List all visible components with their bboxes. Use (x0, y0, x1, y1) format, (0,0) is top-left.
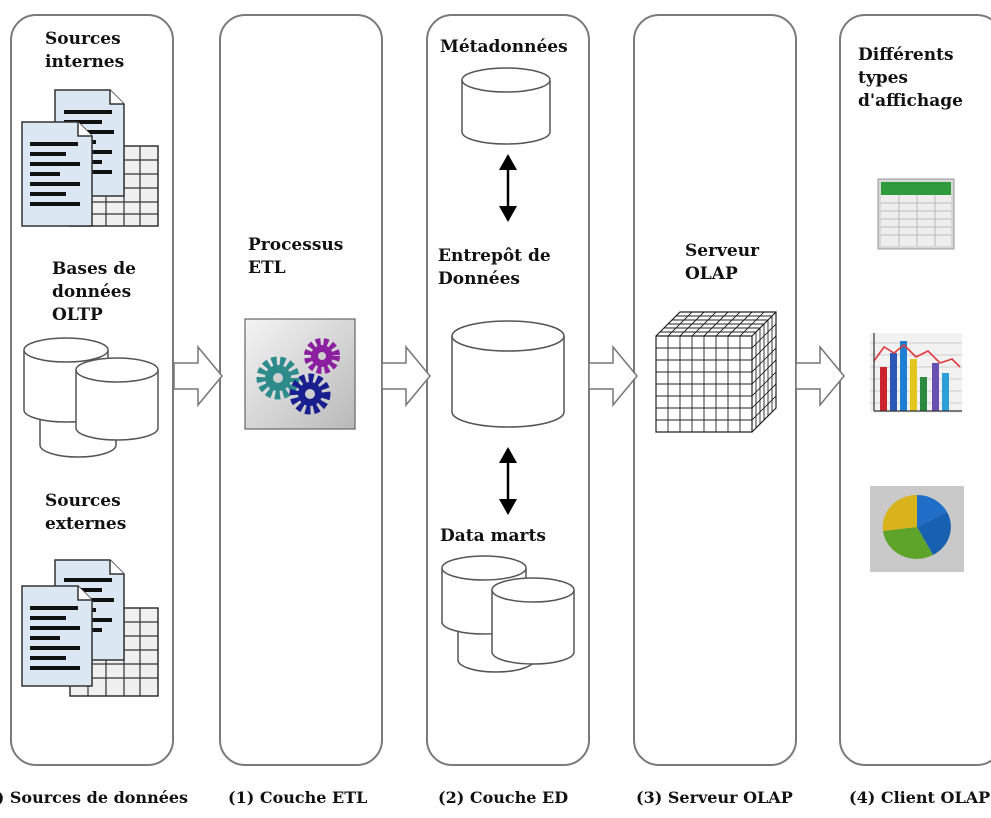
label-metadonnees: Métadonnées (440, 37, 568, 57)
pie-chart-icon (870, 486, 964, 572)
database-icon (20, 337, 165, 465)
database-icon (448, 318, 568, 430)
label-affichage: Différents types d'affichage (858, 45, 963, 111)
document-icon (20, 86, 160, 231)
label-serveur-olap: Serveur OLAP (685, 241, 760, 284)
footer-etl: (1) Couche ETL (228, 788, 368, 807)
flow-arrow-icon (794, 344, 846, 408)
bar-chart-icon (870, 333, 962, 413)
footer-ed: (2) Couche ED (438, 788, 569, 807)
footer-client: (4) Client OLAP (849, 788, 991, 807)
flow-arrow-icon (587, 344, 639, 408)
cube-icon (654, 310, 779, 435)
footer-olap: (3) Serveur OLAP (636, 788, 793, 807)
label-bases-oltp: Bases de données OLTP (52, 259, 136, 325)
table-icon (877, 178, 955, 250)
database-icon (440, 555, 580, 681)
label-data-marts: Data marts (440, 526, 546, 546)
label-entrepot: Entrepôt de Données (438, 246, 551, 289)
flow-arrow-icon (172, 344, 224, 408)
label-sources-externes: Sources externes (45, 491, 127, 534)
document-icon (20, 556, 160, 701)
flow-arrow-icon (380, 344, 432, 408)
label-processus-etl: Processus ETL (248, 235, 344, 278)
double-arrow-icon (496, 445, 520, 517)
gears-icon (244, 318, 356, 430)
database-icon (458, 66, 554, 148)
footer-sources: (0) Sources de données (0, 788, 189, 807)
label-sources-internes: Sources internes (45, 29, 125, 72)
double-arrow-icon (496, 152, 520, 224)
